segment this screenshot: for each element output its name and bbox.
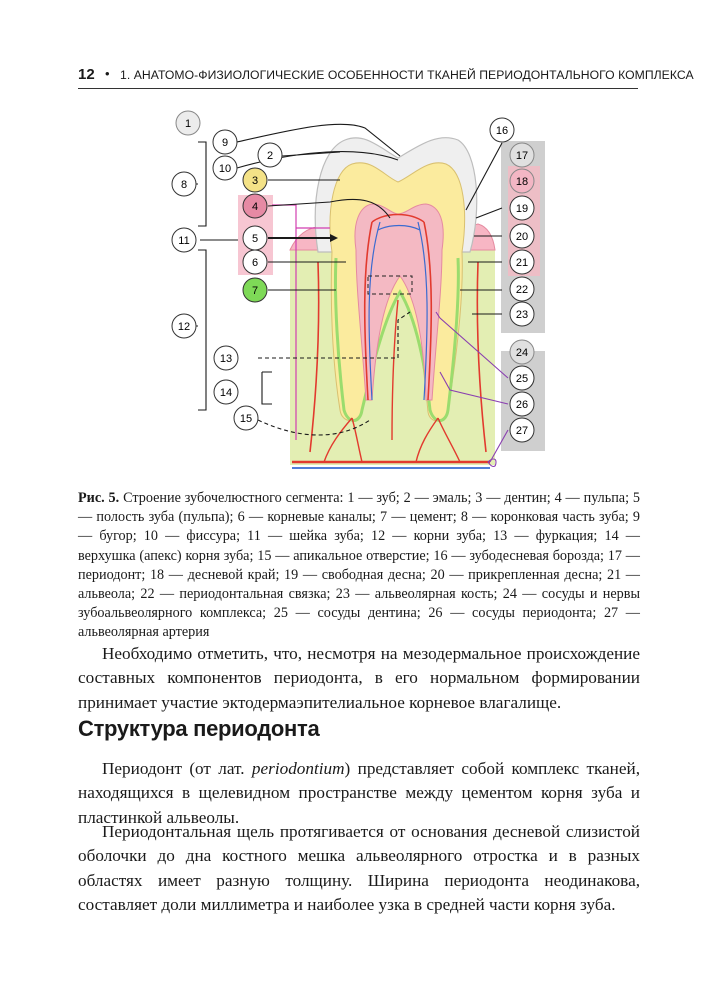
- latin-term: periodontium: [252, 759, 345, 778]
- page-number: 12: [78, 66, 95, 83]
- callout-17: 17: [510, 143, 534, 167]
- callout-10: 10: [213, 156, 237, 180]
- svg-text:10: 10: [219, 163, 231, 175]
- svg-text:16: 16: [496, 125, 508, 137]
- svg-text:27: 27: [516, 425, 528, 437]
- svg-text:22: 22: [516, 284, 528, 296]
- svg-text:19: 19: [516, 203, 528, 215]
- header-bullet: •: [105, 66, 110, 81]
- svg-text:9: 9: [222, 137, 228, 149]
- svg-text:13: 13: [220, 353, 232, 365]
- svg-text:20: 20: [516, 231, 528, 243]
- figure-label: Рис. 5.: [78, 490, 119, 506]
- callout-13: 13: [214, 346, 238, 370]
- svg-text:8: 8: [181, 179, 187, 191]
- callout-11: 11: [172, 228, 196, 252]
- svg-text:26: 26: [516, 399, 528, 411]
- section-heading: Структура периодонта: [78, 716, 319, 742]
- paragraph-1: Необходимо отметить, что, несмотря на ме…: [78, 642, 640, 715]
- callout-25: 25: [510, 366, 534, 390]
- callout-1: 1: [176, 111, 200, 135]
- callout-12: 12: [172, 314, 196, 338]
- svg-text:21: 21: [516, 257, 528, 269]
- svg-text:23: 23: [516, 309, 528, 321]
- callout-19: 19: [510, 196, 534, 220]
- svg-text:14: 14: [220, 387, 232, 399]
- callout-16: 16: [490, 118, 514, 142]
- callout-21: 21: [510, 250, 534, 274]
- callout-23: 23: [510, 302, 534, 326]
- callout-26: 26: [510, 392, 534, 416]
- svg-text:24: 24: [516, 347, 528, 359]
- callout-18: 18: [510, 169, 534, 193]
- callout-6: 6: [243, 250, 267, 274]
- svg-text:17: 17: [516, 150, 528, 162]
- svg-text:25: 25: [516, 373, 528, 385]
- running-header: 12 • 1. АНАТОМО-ФИЗИОЛОГИЧЕСКИЕ ОСОБЕННО…: [78, 66, 638, 89]
- svg-text:7: 7: [252, 285, 258, 297]
- tooth-diagram: 1 2 3 4 5 6 7 8 9 10 11 12 13 14 15 16 1…: [160, 100, 560, 480]
- svg-text:6: 6: [252, 257, 258, 269]
- svg-text:12: 12: [178, 321, 190, 333]
- svg-text:3: 3: [252, 175, 258, 187]
- callout-4: 4: [243, 194, 267, 218]
- figure-caption: Рис. 5. Строение зубочелюстного сегмента…: [78, 489, 640, 643]
- caption-text: Строение зубочелюстного сегмента: 1 — зу…: [78, 490, 640, 640]
- callout-8: 8: [172, 172, 196, 196]
- svg-text:11: 11: [178, 235, 189, 247]
- callout-20: 20: [510, 224, 534, 248]
- callout-3: 3: [243, 168, 267, 192]
- callout-14: 14: [214, 380, 238, 404]
- callout-7: 7: [243, 278, 267, 302]
- callout-24: 24: [510, 340, 534, 364]
- svg-text:2: 2: [267, 150, 273, 162]
- svg-text:15: 15: [240, 413, 252, 425]
- paragraph-3: Периодонтальная щель протягивается от ос…: [78, 820, 640, 918]
- callout-22: 22: [510, 277, 534, 301]
- callout-5: 5: [243, 226, 267, 250]
- callout-2: 2: [258, 143, 282, 167]
- svg-text:5: 5: [252, 233, 258, 245]
- svg-text:1: 1: [185, 118, 191, 130]
- running-title: 1. АНАТОМО-ФИЗИОЛОГИЧЕСКИЕ ОСОБЕННОСТИ Т…: [120, 68, 694, 82]
- callout-15: 15: [234, 406, 258, 430]
- svg-text:18: 18: [516, 176, 528, 188]
- svg-text:4: 4: [252, 201, 258, 213]
- callout-9: 9: [213, 130, 237, 154]
- paragraph-2-start: Периодонт (от лат.: [102, 759, 252, 778]
- callout-27: 27: [510, 418, 534, 442]
